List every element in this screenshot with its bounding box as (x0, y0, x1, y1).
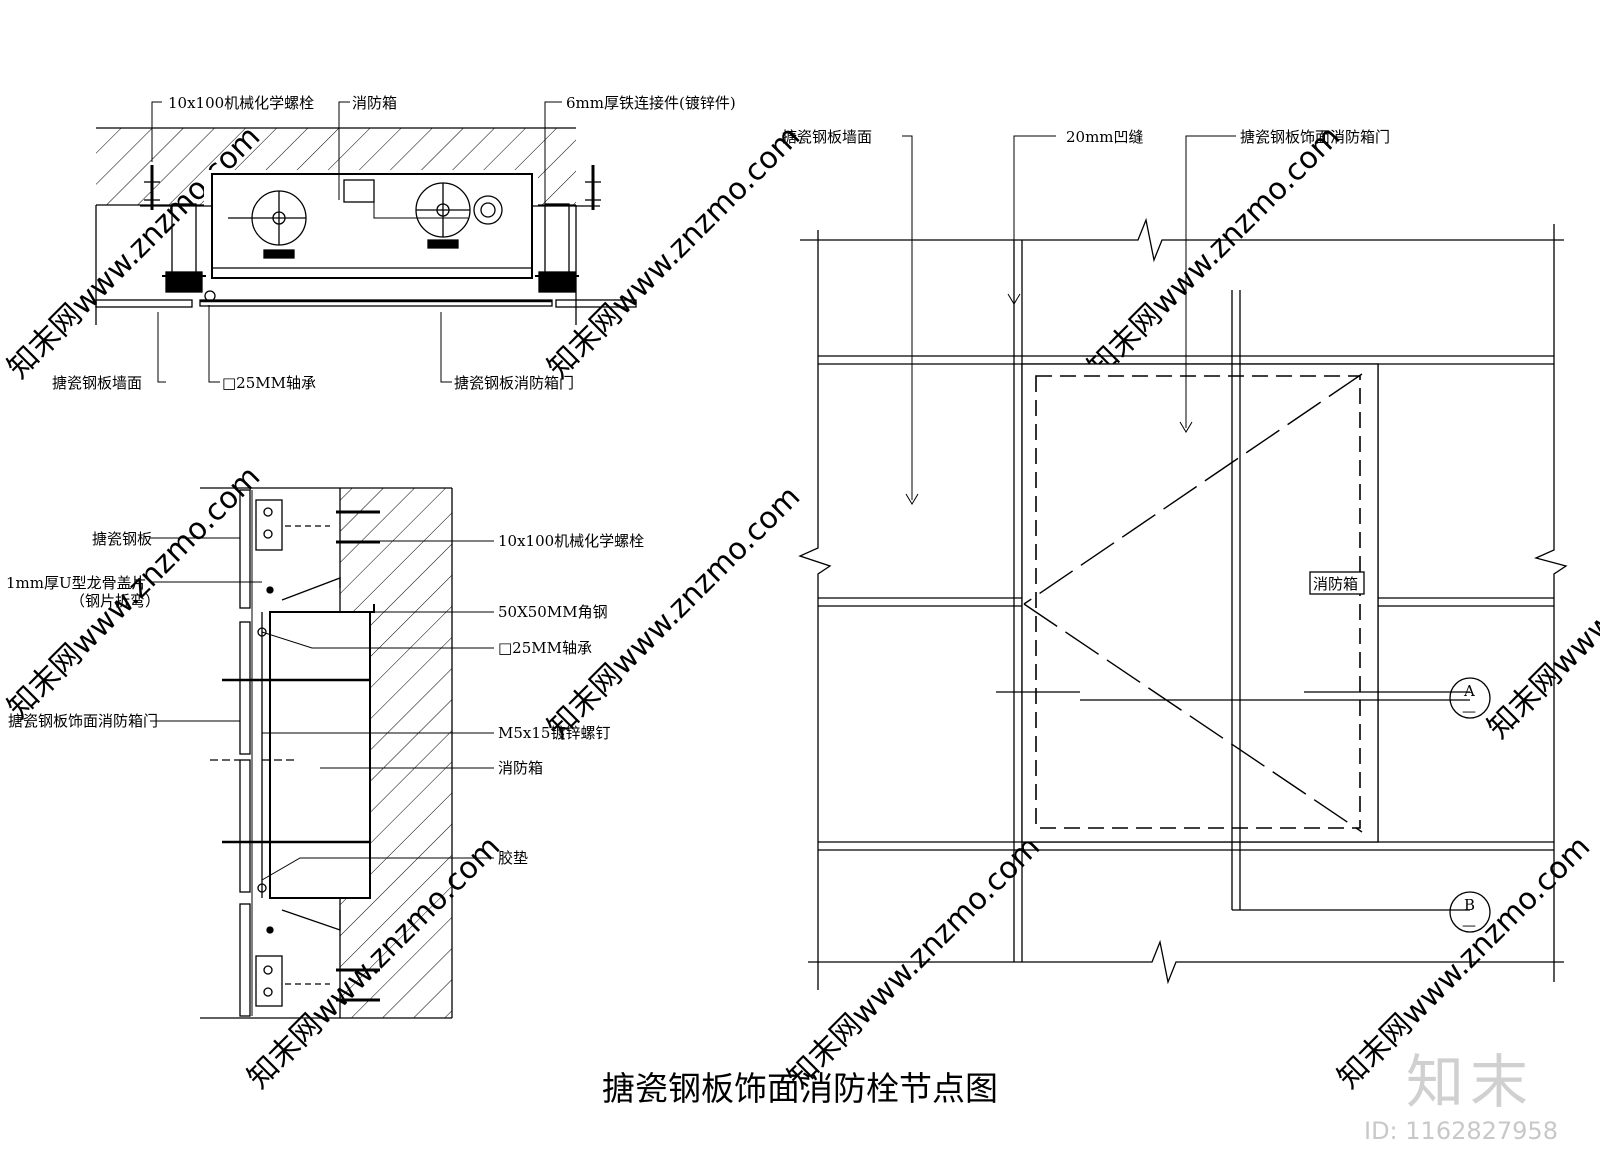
anchor-bolts-v (285, 510, 380, 1002)
fire-box-door-elevation (1021, 363, 1379, 843)
section-mark-b-dash: — (1462, 918, 1476, 934)
break-line-left (798, 230, 832, 990)
label-v-panel: 搪瓷钢板 (92, 530, 152, 548)
fire-box-v (269, 611, 371, 899)
elevation-labels: 搪瓷钢板墙面 20mm凹缝 搪瓷钢板饰面消防箱门 消防箱 A — B — (782, 128, 1476, 934)
label-v-bolt: 10x100机械化学螺栓 (498, 532, 644, 550)
plan-section (95, 101, 637, 383)
label-e-wall: 搪瓷钢板墙面 (782, 128, 872, 146)
label-e-groove: 20mm凹缝 (1066, 128, 1144, 146)
label-plan-bearing: □25MM轴承 (222, 374, 316, 392)
label-plan-box: 消防箱 (352, 94, 397, 112)
wall-panel-left (95, 299, 193, 308)
label-e-door: 搪瓷钢板饰面消防箱门 (1240, 128, 1390, 146)
section-mark-a-dash: — (1462, 704, 1476, 720)
fire-box (211, 173, 533, 279)
hose-reel-left (228, 190, 307, 259)
label-v-box: 消防箱 (498, 759, 543, 777)
valve-box (343, 179, 375, 203)
label-plan-wall: 搪瓷钢板墙面 (52, 374, 142, 392)
label-v-bearing: □25MM轴承 (498, 639, 592, 657)
anchor-bolt-left (144, 165, 160, 210)
section-mark-b: B (1464, 896, 1475, 914)
label-plan-door: 搪瓷钢板消防箱门 (454, 374, 574, 392)
section-mark-a: A (1463, 682, 1475, 700)
vertical-labels: 搪瓷钢板 1mm厚U型龙骨盖片 （钢片折弯） 搪瓷钢板饰面消防箱门 10x100… (6, 530, 644, 867)
fire-box-outline (1035, 375, 1361, 829)
bearing (204, 290, 216, 302)
plan-labels: 10x100机械化学螺栓 消防箱 6mm厚铁连接件(镀锌件) 搪瓷钢板墙面 □2… (52, 94, 736, 392)
watermark-text: 知末网www.znzmo.com (1481, 479, 1600, 745)
brand-id: ID: 1162827958 (1364, 1117, 1558, 1145)
label-v-cover-note: （钢片折弯） (70, 592, 160, 610)
angle-steel (281, 577, 341, 612)
section-marker-b (1449, 891, 1491, 933)
wall-panel-right (555, 299, 637, 308)
anchor-bolt-right (585, 165, 601, 210)
break-line-top (800, 217, 1564, 263)
vertical-section (150, 487, 494, 1019)
label-e-sign: 消防箱 (1313, 575, 1358, 593)
label-v-angle: 50X50MM角钢 (498, 603, 608, 621)
elevation (798, 135, 1568, 990)
watermark-text: 知末网www.znzmo.com (1081, 119, 1347, 385)
section-marker-a (1449, 677, 1491, 719)
panel-lower (239, 903, 251, 1017)
swing-line (1023, 373, 1363, 605)
break-line-bottom (808, 939, 1564, 985)
brand-logo: 知末 (1406, 1048, 1535, 1116)
label-plan-connector: 6mm厚铁连接件(镀锌件) (566, 94, 736, 112)
drawing-title: 搪瓷钢板饰面消防栓节点图 (602, 1069, 998, 1108)
fire-box-sign (1309, 571, 1365, 595)
label-v-cover: 1mm厚U型龙骨盖片 (6, 574, 147, 592)
label-v-gasket: 胶垫 (498, 849, 528, 867)
door-upper (239, 621, 251, 755)
door-lower (239, 759, 251, 893)
bearing-v (257, 627, 267, 637)
label-v-screw: M5x15镀锌螺钉 (498, 724, 610, 742)
hose-reel-right (415, 182, 503, 249)
panel-upper (239, 489, 251, 609)
connector-left (140, 203, 212, 293)
label-plan-bolt: 10x100机械化学螺栓 (168, 94, 314, 112)
watermark-text: 知末网www.znzmo.com (541, 119, 807, 385)
label-v-door: 搪瓷钢板饰面消防箱门 (8, 712, 158, 730)
connector-right (532, 203, 600, 293)
